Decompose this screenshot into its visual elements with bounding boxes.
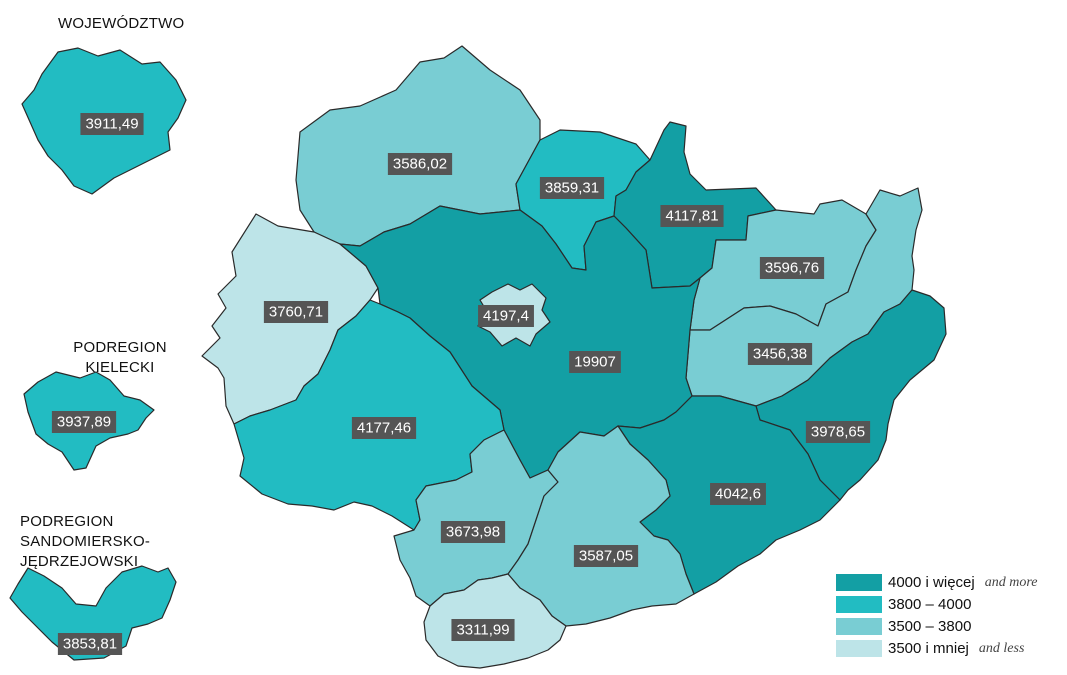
legend-swatch — [836, 640, 882, 657]
region-label: 3596,76 — [759, 257, 825, 279]
label-text: 3760,71 — [269, 304, 323, 321]
label-text: 3911,49 — [85, 116, 138, 133]
inset-label-sandomiersko: 3853,81 — [57, 633, 123, 655]
main-map — [201, 45, 947, 669]
region-label: 3311,99 — [451, 619, 515, 641]
region-label: 3978,65 — [805, 421, 871, 443]
label-bg — [573, 545, 639, 567]
region-label: 3673,98 — [440, 521, 506, 543]
label-text: 3456,38 — [753, 346, 807, 363]
label-text: 3311,99 — [456, 622, 509, 639]
label-text: 4117,81 — [665, 208, 718, 225]
label-bg — [451, 619, 515, 641]
legend-label: 3800 – 4000 — [888, 596, 972, 613]
label-bg — [80, 113, 144, 135]
region-label: 4177,46 — [351, 417, 417, 439]
label-text: 4042,6 — [715, 486, 761, 503]
region-label: 19907 — [569, 351, 621, 373]
legend-label-en: and more — [984, 574, 1038, 590]
label-text: 3853,81 — [63, 636, 117, 653]
region-label: 3456,38 — [747, 343, 813, 365]
label-bg — [51, 411, 117, 433]
legend-item: 3500 i mniej and less — [836, 638, 1037, 659]
label-text: 3978,65 — [811, 424, 865, 441]
label-bg — [569, 351, 621, 373]
region-label: 3586,02 — [387, 153, 453, 175]
label-bg — [440, 521, 506, 543]
region-label: 3760,71 — [263, 301, 329, 323]
label-bg — [759, 257, 825, 279]
region-label: 4117,81 — [660, 205, 724, 227]
label-text: 19907 — [574, 354, 616, 371]
label-text: 4197,4 — [483, 308, 529, 325]
legend-item: 3500 – 3800 — [836, 616, 1037, 637]
region-label: 3587,05 — [573, 545, 639, 567]
label-bg — [539, 177, 605, 199]
label-bg — [478, 305, 534, 327]
region-label: 4197,4 — [478, 305, 534, 327]
legend-label: 4000 i więcej — [888, 574, 975, 591]
label-text: 3587,05 — [579, 548, 633, 565]
label-bg — [805, 421, 871, 443]
legend-swatch — [836, 596, 882, 613]
label-bg — [263, 301, 329, 323]
legend-label-en: and less — [978, 640, 1025, 656]
legend-item: 4000 i więcej and more — [836, 572, 1037, 593]
label-text: 3673,98 — [446, 524, 500, 541]
legend-label: 3500 – 3800 — [888, 618, 972, 635]
legend-label: 3500 i mniej — [888, 640, 969, 657]
label-bg — [351, 417, 417, 439]
label-text: 3586,02 — [393, 156, 447, 173]
legend-swatch — [836, 574, 882, 591]
region-3587-05 — [507, 425, 695, 627]
value-labels: 3911,49 3937,89 3853,81 3586,02 3859,31 … — [51, 113, 871, 655]
label-text: 3859,31 — [545, 180, 599, 197]
label-text: 3596,76 — [765, 260, 819, 277]
legend-item: 3800 – 4000 — [836, 594, 1037, 615]
label-bg — [747, 343, 813, 365]
label-bg — [660, 205, 724, 227]
region-label: 3859,31 — [539, 177, 605, 199]
label-text: 3937,89 — [57, 414, 111, 431]
label-bg — [710, 483, 766, 505]
inset-label-kielecki: 3937,89 — [51, 411, 117, 433]
label-bg — [57, 633, 123, 655]
inset-title-kielecki: PODREGION KIELECKI — [73, 339, 167, 376]
inset-sandomiersko-shape — [9, 565, 177, 661]
region-label: 4042,6 — [710, 483, 766, 505]
inset-sandomiersko — [9, 565, 177, 661]
inset-label-wojewodztwo: 3911,49 — [80, 113, 144, 135]
legend-swatch — [836, 618, 882, 635]
legend: 4000 i więcej and more 3800 – 4000 3500 … — [836, 572, 1037, 660]
inset-title-sandomiersko: PODREGION SANDOMIERSKO-JĘDRZEJOWSKI — [20, 513, 151, 570]
label-text: 4177,46 — [357, 420, 411, 437]
inset-title-wojewodztwo: WOJEWÓDZTWO — [58, 15, 185, 32]
label-bg — [387, 153, 453, 175]
